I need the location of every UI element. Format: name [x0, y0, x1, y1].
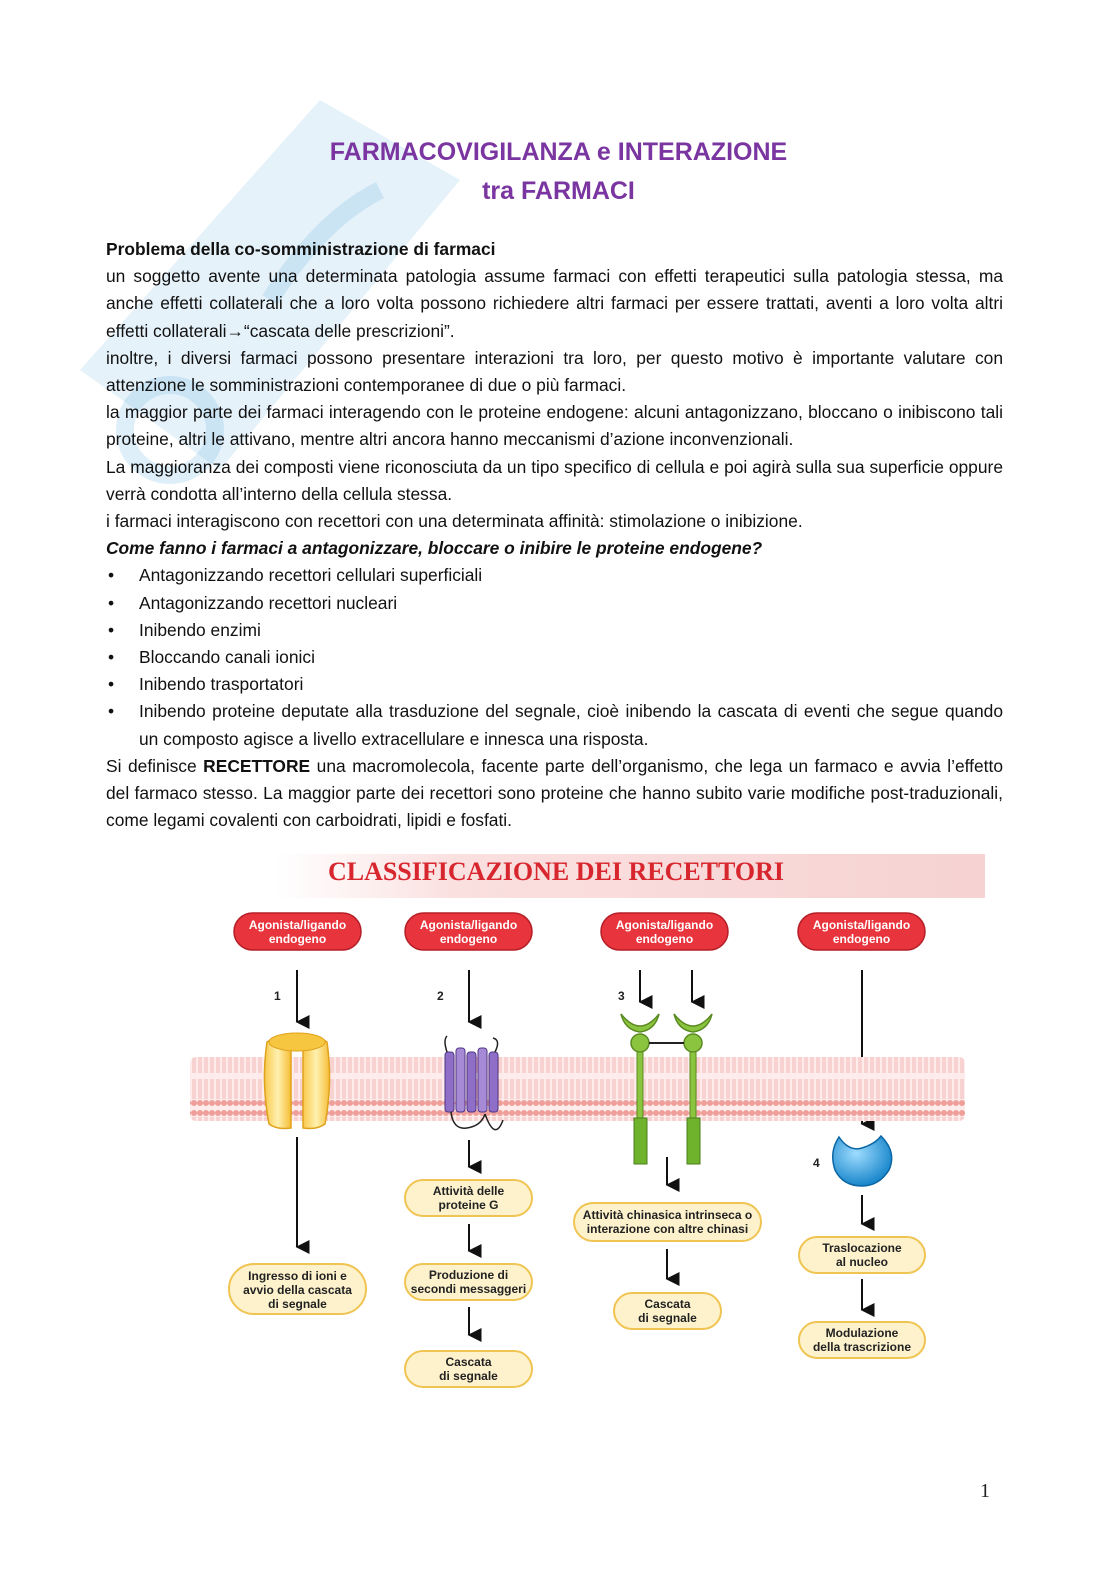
pill-line-2: endogeno	[636, 932, 693, 946]
paragraph-5: i farmaci interagiscono con recettori co…	[106, 511, 803, 532]
list-item-text: Inibendo trasportatori	[139, 674, 304, 695]
outcome-line-2: di segnale	[638, 1311, 697, 1325]
bullet-dot: •	[108, 565, 115, 586]
outcome-line-1: Produzione di	[429, 1268, 508, 1282]
outcome-line-2: di segnale	[439, 1369, 498, 1383]
paragraph-1-quote: “cascata delle prescrizioni”.	[243, 320, 455, 341]
outcome-signal-cascade-2: Cascata di segnale	[404, 1350, 533, 1388]
list-item: • Inibendo enzimi	[106, 617, 1003, 644]
list-item: • Antagonizzando recettori nucleari	[106, 590, 1003, 617]
list-item-text: Bloccando canali ionici	[139, 647, 315, 668]
outcome-nuclear-translocation: Traslocazione al nucleo	[798, 1236, 926, 1274]
outcome-line-2: della trascrizione	[813, 1340, 911, 1354]
cascade-arrows	[295, 1137, 875, 1342]
outcome-line-1: Cascata	[644, 1297, 690, 1311]
pill-line-2: endogeno	[833, 932, 890, 946]
definition-lead: Si definisce	[106, 755, 204, 776]
list-item: • Bloccando canali ionici	[106, 644, 1003, 671]
title-line-2: tra FARMACI	[482, 177, 635, 205]
kinase-receptor	[620, 1013, 713, 1165]
title-line-1: FARMACOVIGILANZA e INTERAZIONE	[329, 138, 788, 166]
outcome-line-1: Attività chinasica intrinseca o	[583, 1208, 752, 1222]
receptor-classification-figure: CLASSIFICAZIONE DEI RECETTORI Agonista/l…	[185, 852, 985, 1397]
agonist-pill-3: Agonista/ligando endogeno	[600, 912, 729, 951]
pill-line-1: Agonista/ligando	[249, 918, 346, 932]
number-label-3: 3	[618, 989, 625, 1003]
list-item-text: Antagonizzando recettori cellulari super…	[139, 565, 483, 586]
agonist-pill-1: Agonista/ligando endogeno	[233, 912, 362, 951]
number-label-1: 1	[274, 989, 281, 1003]
outcome-line-1: Cascata	[445, 1355, 491, 1369]
page-number: 1	[980, 1480, 990, 1502]
ion-channel-receptor	[263, 1032, 331, 1130]
outcome-kinase-activity: Attività chinasica intrinseca o interazi…	[573, 1202, 762, 1242]
outcome-line-2: al nucleo	[836, 1255, 888, 1269]
bullet-dot: •	[108, 701, 115, 722]
list-item-text: Inibendo enzimi	[139, 619, 261, 640]
bullet-list: • Antagonizzando recettori cellulari supe…	[106, 562, 1003, 752]
cell-membrane	[190, 1057, 965, 1121]
pill-line-2: endogeno	[269, 932, 326, 946]
receptor-diagram: CLASSIFICAZIONE DEI RECETTORI Agonista/l…	[190, 854, 985, 1388]
outcome-transcription-modulation: Modulazione della trascrizione	[798, 1321, 926, 1359]
paragraph-1: un soggetto avente una determinata patol…	[106, 263, 1003, 345]
section-heading: Problema della co-somministrazione di fa…	[106, 239, 496, 259]
arrow-symbol: →	[226, 320, 244, 341]
paragraph-1-text: un soggetto avente una determinata patol…	[106, 266, 1003, 341]
pill-line-1: Agonista/ligando	[813, 918, 910, 932]
bullet-dot: •	[108, 592, 115, 613]
list-item: • Inibendo proteine deputate alla trasduz…	[106, 698, 1003, 752]
definition-body: una macromolecola, facente parte dell’or…	[106, 755, 1004, 831]
question-heading: Come fanno i farmaci a antagonizzare, bl…	[106, 538, 763, 559]
nuclear-receptor	[832, 1134, 893, 1187]
outcome-line-1: Ingresso di ioni e	[248, 1269, 347, 1283]
bullet-dot: •	[108, 619, 115, 640]
agonist-pill-2: Agonista/ligando endogeno	[404, 912, 533, 951]
outcome-ion-entry: Ingresso di ioni e avvio della cascata d…	[228, 1263, 367, 1315]
pill-line-1: Agonista/ligando	[616, 918, 713, 932]
list-item-text: Antagonizzando recettori nucleari	[139, 592, 398, 613]
outcome-line-1: Modulazione	[826, 1326, 899, 1340]
outcome-line-2: interazione con altre chinasi	[587, 1222, 748, 1236]
definition-term: RECETTORE	[203, 755, 311, 776]
list-item: • Inibendo trasportatori	[106, 671, 1003, 698]
number-label-2: 2	[437, 989, 444, 1003]
paragraph-2: inoltre, i diversi farmaci possono prese…	[106, 347, 1003, 396]
number-label-4: 4	[813, 1156, 820, 1170]
gpcr-receptor	[444, 1035, 504, 1131]
agonist-pill-4: Agonista/ligando endogeno	[797, 912, 926, 951]
list-item: • Antagonizzando recettori cellulari supe…	[106, 562, 1003, 589]
outcome-second-messengers: Produzione di secondi messaggeri	[404, 1263, 533, 1301]
outcome-line-3: di segnale	[268, 1297, 327, 1311]
paragraph-3: la maggior parte dei farmaci interagendo…	[106, 402, 1003, 450]
outcome-line-2: avvio della cascata	[243, 1283, 352, 1297]
document-body: Problema della co-somministrazione di fa…	[106, 236, 1003, 834]
figure-title: CLASSIFICAZIONE DEI RECETTORI	[328, 857, 784, 886]
list-item-text: Inibendo proteine deputate alla trasduzi…	[139, 701, 1003, 749]
paragraph-4: La maggioranza dei composti viene ricono…	[106, 456, 1003, 504]
pill-line-2: endogeno	[440, 932, 497, 946]
outcome-line-1: Traslocazione	[822, 1241, 902, 1255]
pill-line-1: Agonista/ligando	[420, 918, 517, 932]
bullet-dot: •	[108, 647, 115, 668]
outcome-line-1: Attività delle	[433, 1184, 505, 1198]
document-title: FARMACOVIGILANZA e INTERAZIONE tra FARMA…	[0, 133, 1117, 211]
outcome-line-2: proteine G	[438, 1198, 498, 1212]
receptor-definition: Si definisce RECETTORE una macromolecola…	[106, 753, 1003, 835]
outcome-line-2: secondi messaggeri	[411, 1282, 526, 1296]
title-band	[275, 854, 985, 898]
outcome-gprotein-activity: Attività delle proteine G	[404, 1179, 533, 1217]
bullet-dot: •	[108, 674, 115, 695]
outcome-signal-cascade-3: Cascata di segnale	[613, 1292, 722, 1330]
